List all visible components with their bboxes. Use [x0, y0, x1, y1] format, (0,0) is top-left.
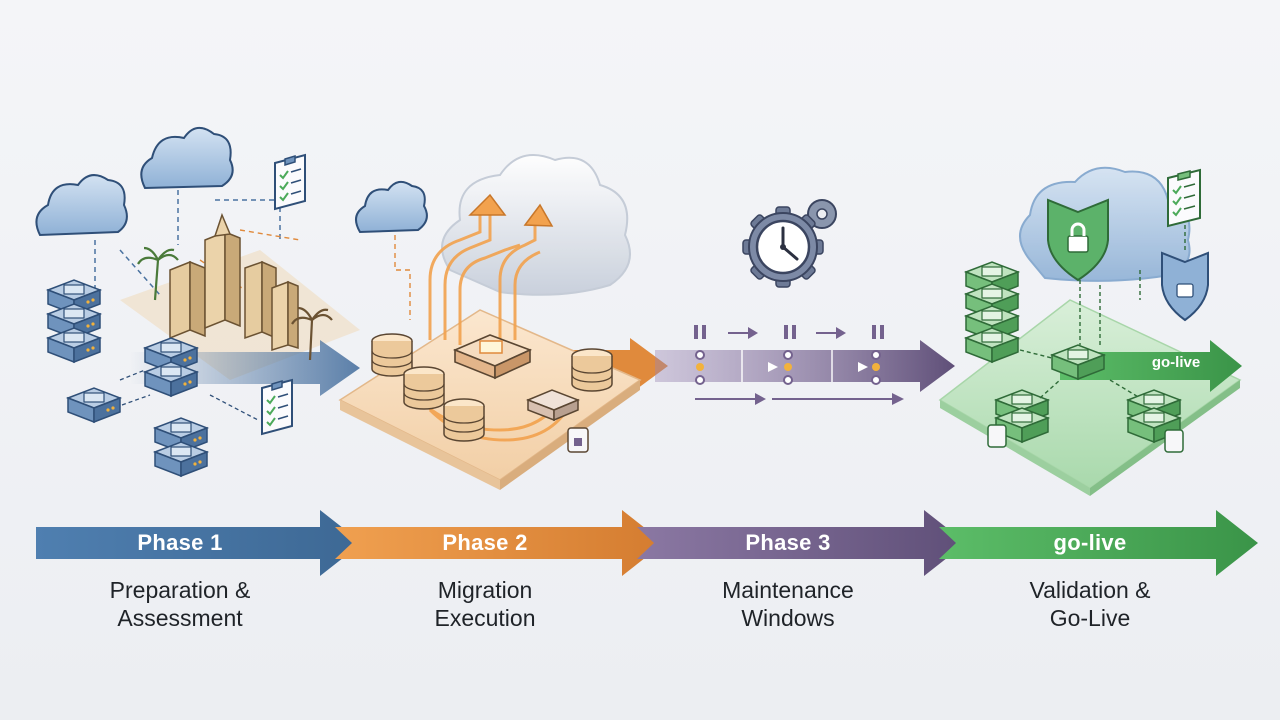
pause-arrow-markers — [694, 325, 884, 339]
timeline — [36, 510, 1258, 576]
cloud-icon — [355, 180, 428, 234]
lock-icon — [567, 427, 589, 453]
golive-tag: go-live — [1151, 354, 1201, 371]
scene-maintenance — [655, 199, 955, 405]
timeline-arrow-phase2 — [335, 510, 664, 576]
golive-flow-arrow — [1060, 340, 1242, 392]
scene-migration — [338, 154, 668, 490]
city-icon — [137, 212, 333, 361]
clipboard-icon — [274, 154, 306, 210]
scene-golive — [938, 166, 1242, 496]
timeline-arrow-phase4 — [939, 510, 1258, 576]
phase4-label: go-live — [1053, 530, 1127, 555]
server-rack-icon — [154, 417, 208, 477]
database-icon — [403, 366, 445, 410]
clipboard-icon — [261, 379, 293, 435]
cloud-icon — [140, 127, 234, 190]
router-icon — [452, 334, 533, 380]
clock-gear-icon — [742, 199, 837, 288]
router-icon — [525, 389, 581, 422]
shield-lock-icon — [1047, 198, 1109, 282]
clipboard-icon — [1167, 168, 1201, 228]
database-icon — [443, 398, 485, 442]
shield-lock-icon — [1161, 251, 1209, 322]
lock-icon — [987, 424, 1184, 453]
cloud-icon — [35, 174, 128, 237]
database-icon — [371, 333, 413, 377]
scene-preparation — [35, 127, 360, 477]
database-icon — [571, 348, 613, 392]
timeline-arrow-phase3 — [637, 510, 966, 576]
server-rack-icon — [67, 387, 121, 423]
server-rack-icon — [965, 261, 1019, 363]
phase1-label: Phase 1 — [137, 530, 223, 555]
timeline-arrow-phase1 — [36, 510, 362, 576]
server-rack-icon — [47, 279, 101, 363]
phase3-label: Phase 3 — [745, 530, 831, 555]
phase4-title: Validation &Go-Live — [1029, 577, 1151, 631]
phase2-label: Phase 2 — [442, 530, 528, 555]
phase1-title: Preparation &Assessment — [109, 577, 251, 631]
